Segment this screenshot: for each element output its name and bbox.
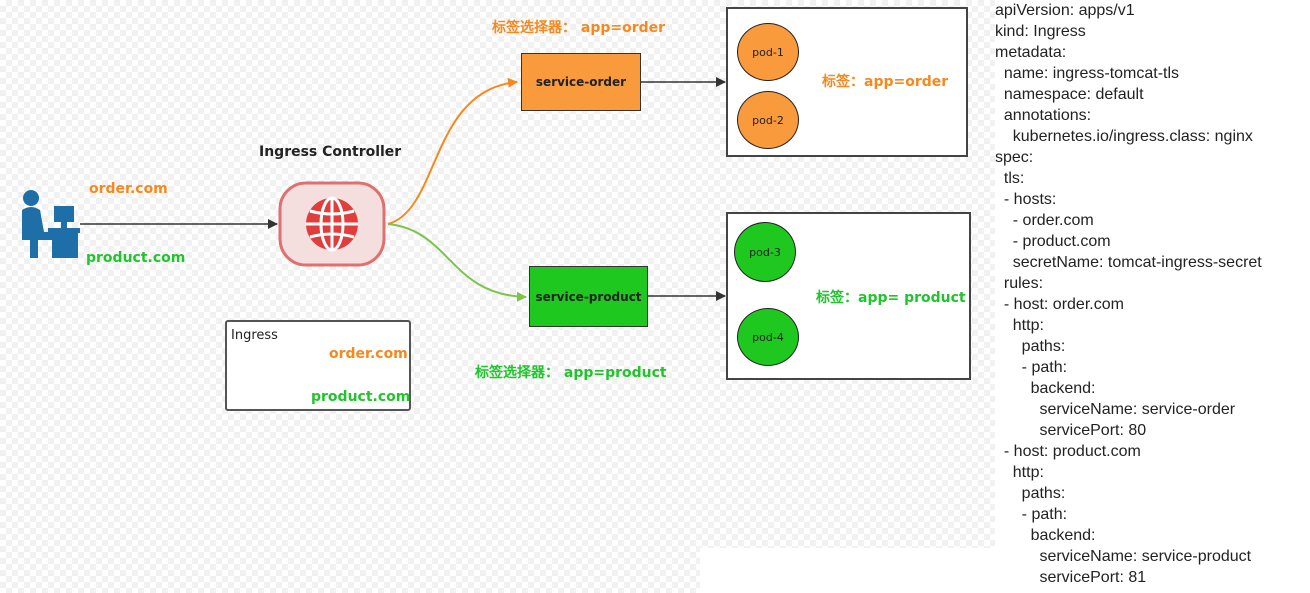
yaml-line: kind: Ingress xyxy=(995,23,1086,40)
pod-order-2: pod-2 xyxy=(737,91,799,149)
yaml-line: - path: xyxy=(995,506,1068,523)
service-product-box: service-product xyxy=(529,266,648,327)
user-at-computer-icon xyxy=(18,188,80,260)
ingress-yaml: apiVersion: apps/v1 kind: Ingress metada… xyxy=(995,0,1310,593)
yaml-line: http: xyxy=(995,464,1044,481)
yaml-line: rules: xyxy=(995,275,1044,292)
pod-group-product-label: 标签：app= product xyxy=(816,290,966,306)
yaml-line: name: ingress-tomcat-tls xyxy=(995,65,1180,82)
service-order-box: service-order xyxy=(521,53,641,111)
yaml-line: secretName: tomcat-ingress-secret xyxy=(995,254,1262,271)
yaml-line: - path: xyxy=(995,359,1068,376)
pod-product-4: pod-4 xyxy=(737,308,799,366)
service-order-label: service-order xyxy=(535,75,627,89)
yaml-line: servicePort: 80 xyxy=(995,422,1147,439)
yaml-line: - host: order.com xyxy=(995,296,1124,313)
yaml-line: - product.com xyxy=(995,233,1111,250)
yaml-line: serviceName: service-product xyxy=(995,548,1252,565)
pod-group-order: pod-1 pod-2 标签：app=order xyxy=(726,7,968,157)
yaml-line: backend: xyxy=(995,527,1096,544)
service-order-selector: 标签选择器： app=order xyxy=(492,20,666,36)
yaml-line: metadata: xyxy=(995,44,1067,61)
blank-strip xyxy=(700,548,1000,593)
ingress-box-host-product: product.com xyxy=(311,389,411,405)
pod-order-1: pod-1 xyxy=(737,23,799,81)
yaml-line: kubernetes.io/ingress.class: nginx xyxy=(995,128,1253,145)
yaml-line: annotations: xyxy=(995,107,1092,124)
yaml-line: - hosts: xyxy=(995,191,1057,208)
pod-group-order-label: 标签：app=order xyxy=(822,74,949,90)
yaml-line: backend: xyxy=(995,380,1096,397)
service-product-label: service-product xyxy=(535,289,642,304)
ingress-to-service-order-arrow xyxy=(387,77,518,225)
client-host-product: product.com xyxy=(86,250,186,266)
yaml-line: tls: xyxy=(995,170,1025,187)
yaml-line: http: xyxy=(995,317,1044,334)
ingress-box-title: Ingress xyxy=(231,328,278,343)
yaml-line: - order.com xyxy=(995,212,1094,229)
ingress-controller-node xyxy=(278,181,386,267)
yaml-line: namespace: default xyxy=(995,86,1144,103)
service-product-selector: 标签选择器： app=product xyxy=(475,365,667,381)
yaml-line: servicePort: 81 xyxy=(995,569,1147,586)
ingress-controller-title: Ingress Controller xyxy=(259,144,402,160)
yaml-line: paths: xyxy=(995,338,1066,355)
client-host-order: order.com xyxy=(89,181,168,197)
yaml-line: paths: xyxy=(995,485,1066,502)
ingress-box-host-order: order.com xyxy=(329,346,408,362)
pod-product-3: pod-3 xyxy=(734,222,796,282)
pod-group-product: pod-3 pod-4 标签：app= product xyxy=(726,212,971,380)
ingress-resource-box: Ingress order.com product.com xyxy=(225,320,411,411)
yaml-line: apiVersion: apps/v1 xyxy=(995,2,1135,19)
yaml-line: serviceName: service-order xyxy=(995,401,1236,418)
yaml-line: spec: xyxy=(995,149,1034,166)
yaml-line: - host: product.com xyxy=(995,443,1141,460)
globe-icon xyxy=(278,181,386,267)
ingress-to-service-product-arrow xyxy=(387,223,527,302)
